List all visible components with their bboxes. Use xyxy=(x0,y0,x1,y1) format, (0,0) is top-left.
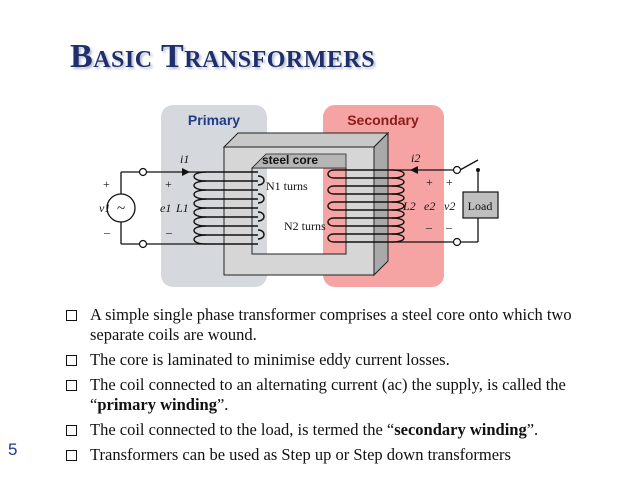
bullet-text: The coil connected to an alternating cur… xyxy=(90,375,566,414)
e2-plus: + xyxy=(426,175,433,189)
bullet-item: The coil connected to the load, is terme… xyxy=(66,420,626,440)
ac-source-symbol: ~ xyxy=(117,201,125,217)
checkbox-bullet-icon xyxy=(66,355,77,366)
transformer-diagram: Primary Secondary steel core xyxy=(99,105,499,287)
primary-coil xyxy=(193,171,265,245)
slide-title: BASIC TRANSFORMERS xyxy=(70,40,375,74)
title-letter-t: T xyxy=(161,38,185,75)
checkbox-bullet-icon xyxy=(66,310,77,321)
e1-plus: + xyxy=(165,177,172,191)
e1-minus: – xyxy=(165,225,173,239)
L1-label: L1 xyxy=(175,201,189,215)
title-rest-basic: ASIC xyxy=(93,47,153,73)
v1-plus: + xyxy=(103,177,110,191)
primary-symbol-labels: v1 + – i1 + e1 L1 – N1 turns N2 turns xyxy=(99,152,326,239)
e2-label: e2 xyxy=(424,199,435,213)
core-window-depth xyxy=(251,153,347,169)
L2-label: L2 xyxy=(402,199,416,213)
bullet-list: A simple single phase transformer compri… xyxy=(66,305,626,470)
i2-arrow xyxy=(410,166,418,174)
load-label: Load xyxy=(468,199,493,213)
bullet-text: Transformers can be used as Step up or S… xyxy=(90,445,511,464)
bullet-text-end: ”. xyxy=(526,420,539,439)
checkbox-bullet-icon xyxy=(66,380,77,391)
bullet-item: Transformers can be used as Step up or S… xyxy=(66,445,626,465)
core-side-face xyxy=(373,131,389,277)
e1-label: e1 xyxy=(160,201,171,215)
i1-arrow xyxy=(182,168,190,176)
n1-turns-label: N1 turns xyxy=(266,179,308,193)
v1-minus: – xyxy=(103,225,111,239)
secondary-circuit xyxy=(392,159,479,243)
primary-bottom-terminal xyxy=(138,239,148,249)
primary-top-terminal xyxy=(138,167,148,177)
bullet-bold-term: primary winding xyxy=(97,395,217,414)
bullet-item: The coil connected to an alternating cur… xyxy=(66,375,626,415)
title-letter-b: B xyxy=(70,38,94,75)
v1-label: v1 xyxy=(99,201,110,215)
secondary-bottom-terminal xyxy=(452,237,462,247)
core-label: steel core xyxy=(262,153,318,167)
bullet-text: The coil connected to the load, is terme… xyxy=(90,420,395,439)
page-number: 5 xyxy=(8,440,18,459)
v2-plus: + xyxy=(446,175,453,189)
secondary-symbol-labels: i2 + L2 e2 – + v2 – xyxy=(402,151,455,234)
primary-label: Primary xyxy=(188,112,240,128)
e2-minus: – xyxy=(425,220,433,234)
core-top-face xyxy=(222,132,390,148)
secondary-label: Secondary xyxy=(347,112,419,128)
checkbox-bullet-icon xyxy=(66,450,77,461)
bullet-text: A simple single phase transformer compri… xyxy=(90,305,572,344)
i1-label: i1 xyxy=(180,152,189,166)
ac-source xyxy=(106,193,136,223)
load-box xyxy=(462,191,499,219)
title-rest-transformers: RANSFORMERS xyxy=(184,47,376,73)
secondary-coil xyxy=(327,169,405,243)
bullet-bold-term: secondary winding xyxy=(394,420,527,439)
i2-label: i2 xyxy=(411,151,420,165)
switch-contact xyxy=(476,168,480,172)
bullet-item: The core is laminated to minimise eddy c… xyxy=(66,350,626,370)
bullet-text: The core is laminated to minimise eddy c… xyxy=(90,350,450,369)
secondary-top-terminal xyxy=(452,165,462,175)
bullet-item: A simple single phase transformer compri… xyxy=(66,305,626,345)
v2-minus: – xyxy=(445,220,453,234)
v2-label: v2 xyxy=(444,199,455,213)
checkbox-bullet-icon xyxy=(66,425,77,436)
bullet-text-end: ”. xyxy=(216,395,229,414)
primary-circuit xyxy=(120,171,206,245)
n2-turns-label: N2 turns xyxy=(284,219,326,233)
